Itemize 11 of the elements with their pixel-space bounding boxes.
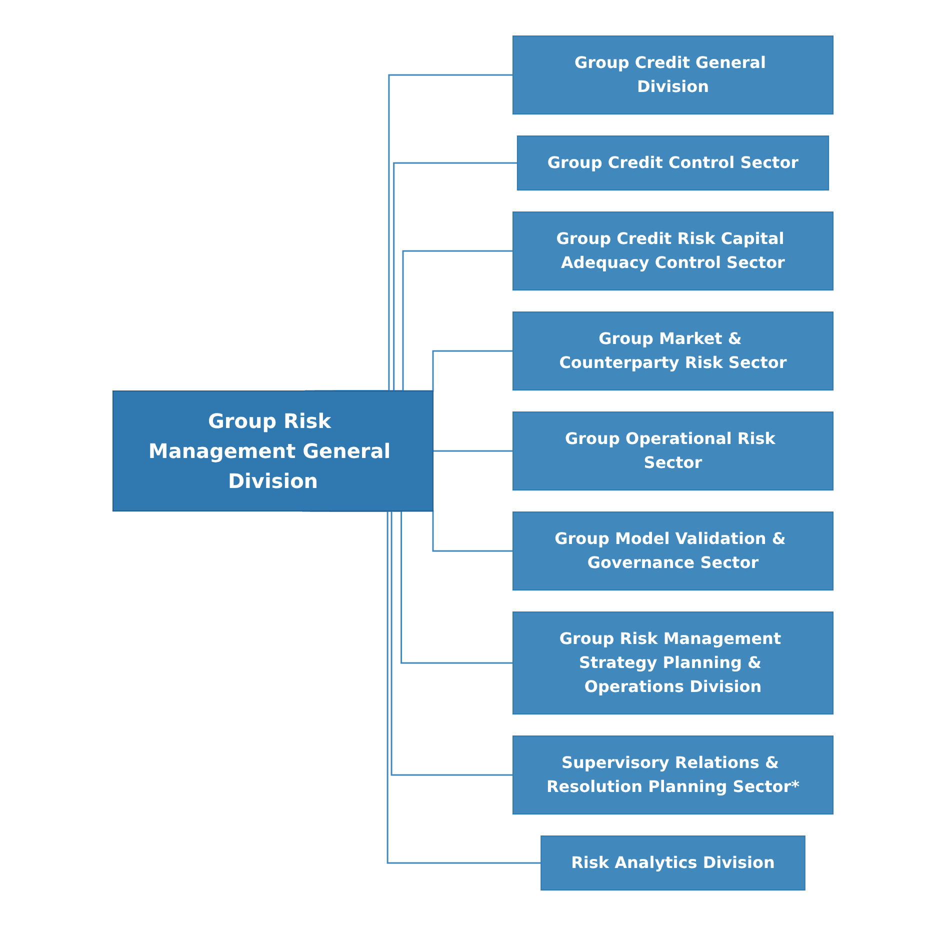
connector <box>432 450 512 452</box>
node-box: Group Credit General Division <box>512 36 833 114</box>
node-box: Group Operational Risk Sector <box>512 412 833 490</box>
node-box: Group Market & Counterparty Risk Sector <box>512 312 833 390</box>
node-box: Group Credit Risk Capital Adequacy Control Sector <box>512 212 833 290</box>
node-box: Risk Analytics Division <box>540 836 805 890</box>
node-box: Group Model Validation & Governance Sector <box>512 512 833 590</box>
node-box: Group Risk Management General Division <box>112 390 433 512</box>
node-box: Group Credit Control Sector <box>516 136 829 190</box>
node-box: Supervisory Relations & Resolution Planning Sector* <box>512 736 833 814</box>
node-box: Group Risk Management Strategy Planning & Operations Division <box>512 612 833 714</box>
